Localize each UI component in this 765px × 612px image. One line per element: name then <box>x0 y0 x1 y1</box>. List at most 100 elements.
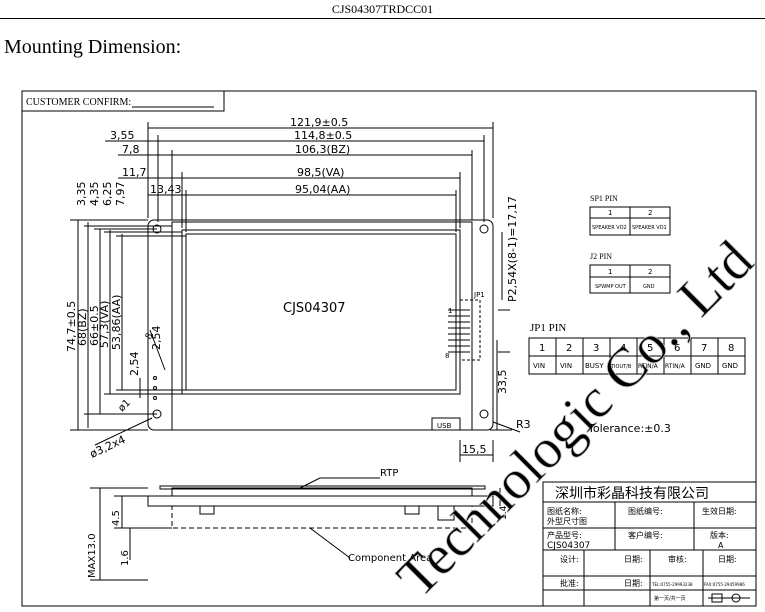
dim-bezel-width: 106,3(BZ) <box>295 143 350 156</box>
dim-offset-2: 7,8 <box>122 143 140 156</box>
jp1-label: VIN <box>533 362 545 370</box>
dim-view-width: 98,5(VA) <box>297 166 344 179</box>
watermark-text: Technologic Co., Ltd <box>385 229 765 609</box>
bezel-outline <box>171 221 473 431</box>
dim-vert-4: 7,97 <box>114 182 127 207</box>
tb-drawing-no-label: 图纸编号: <box>628 506 663 516</box>
tb-review-date-label: 日期: <box>718 555 737 564</box>
jp1-labels: VIN VIN BUSY TIOUT/B RTIN/A RTIN/A GND G… <box>533 362 738 370</box>
drawing-frame <box>21 90 757 607</box>
dim-pitch-b: 2,54 <box>150 326 163 351</box>
jp1-num: 3 <box>593 343 599 354</box>
dim-active-width: 95,04(AA) <box>295 183 350 196</box>
mount-hole-br <box>479 409 489 419</box>
j2-num-1: 1 <box>608 268 612 276</box>
jp1-label: RTIN/A <box>638 363 659 370</box>
usb-port <box>431 417 461 431</box>
jp1-num: 7 <box>701 343 707 354</box>
rtp-label: RTP <box>380 468 398 479</box>
right-dimension-lines <box>459 232 521 462</box>
tb-version-label: 版本: <box>710 530 729 540</box>
sp1-title: SP1 PIN <box>590 194 618 203</box>
module-label: CJS04307 <box>283 301 346 316</box>
projection-symbol <box>708 593 750 603</box>
pin-marker-8: 8 <box>445 352 449 360</box>
jp1-num: 2 <box>566 343 572 354</box>
dim-rtp-thickness: 1.4 <box>499 505 509 520</box>
tb-model: CJS04307 <box>547 541 590 551</box>
dim-active-height: 53,86(AA) <box>110 295 123 350</box>
sp1-num-2: 2 <box>648 209 652 217</box>
j2-label-1: SPWMP OUT <box>595 284 627 290</box>
dim-max-thickness: MAX13.0 <box>87 533 98 578</box>
jp1-label: BUSY <box>585 362 604 370</box>
dim-offset-1: 3,55 <box>110 129 135 142</box>
tb-tel: TEL:0755-29993238 <box>651 582 693 587</box>
dim-radius: R3 <box>516 418 531 431</box>
sp-connector <box>153 376 157 400</box>
jp1-num: 5 <box>647 343 653 354</box>
dim-overall-width: 121,9±0.5 <box>290 116 348 129</box>
tb-model-label: 产品型号: <box>547 530 582 540</box>
tb-review-label: 审核: <box>668 554 687 564</box>
dim-offset-4: 13,43 <box>150 183 182 196</box>
sp1-num-1: 1 <box>608 209 612 217</box>
dim-view-height: 57,3(VA) <box>98 301 111 348</box>
header-rule <box>0 18 765 19</box>
dim-overall-height: 74,7±0.5 <box>65 301 78 352</box>
jp1-connector <box>459 299 481 361</box>
side-view <box>90 477 501 581</box>
tb-drawing-name: 外型尺寸图 <box>547 516 587 526</box>
tb-design-date-label: 日期: <box>624 555 643 564</box>
tb-page: 第一页/共一页 <box>654 595 686 602</box>
jp1-numbers: 1 2 3 4 5 6 7 8 <box>539 343 734 354</box>
tb-design-label: 设计: <box>560 554 579 564</box>
dim-bezel-height: 68(BZ) <box>76 308 89 346</box>
jp1-num: 8 <box>728 343 734 354</box>
sp1-label-2: SPEAKER VO1 <box>632 225 667 231</box>
jp1-title: JP1 PIN <box>530 322 566 334</box>
j2-title: J2 PIN <box>590 252 612 261</box>
dim-module-thickness: 4.5 <box>111 510 122 526</box>
dim-pin-pitch: P2,54X(8-1)=17,17 <box>506 196 519 302</box>
jp1-label: VIN <box>560 362 572 370</box>
dim-usb-offset: 15,5 <box>462 443 487 456</box>
jp1-label: RTIN/A <box>665 363 686 370</box>
j2-num-2: 2 <box>648 268 652 276</box>
jp1-small-label: JP1 <box>473 291 485 299</box>
tb-effective-date-label: 生效日期: <box>702 506 737 516</box>
sp1-label-1: SPEAKER VO2 <box>592 225 627 231</box>
dim-pitch-c: 8 <box>144 331 156 341</box>
usb-label: USB <box>437 422 452 430</box>
tb-version: A <box>718 541 724 550</box>
customer-confirm-box <box>21 90 225 112</box>
mount-hole-tr <box>479 224 489 234</box>
customer-confirm-label: CUSTOMER CONFIRM: <box>26 97 131 108</box>
j2-table <box>589 264 671 294</box>
jp1-table <box>528 337 746 375</box>
dim-vert-2: 4,35 <box>88 182 101 207</box>
jp1-label: GND <box>695 362 711 370</box>
dim-connector-offset: 33,5 <box>496 370 509 395</box>
sp1-table <box>589 206 671 236</box>
jp1-pin-row <box>448 309 470 353</box>
top-dimension-lines <box>105 122 494 232</box>
pin-marker-1: 1 <box>448 307 452 315</box>
dim-pin-dia: ø1 <box>116 398 133 415</box>
dim-vert-1: 3,35 <box>75 182 88 207</box>
dim-hole-dia: ø3,2x4 <box>88 433 128 461</box>
tb-fax: FAX:0755-29459986 <box>704 582 745 587</box>
tolerance-note: Tolerance:±0.3 <box>587 422 671 435</box>
component-area-label: Component Area <box>348 553 432 564</box>
jp1-num: 6 <box>674 343 680 354</box>
tb-drawing-name-label: 图纸名称: <box>547 506 582 516</box>
company-name: 深圳市彩晶科技有限公司 <box>555 485 709 502</box>
tb-approve-label: 批准: <box>560 578 579 588</box>
tb-approve-date-label: 日期: <box>624 579 643 588</box>
jp1-label: TIOUT/B <box>610 364 632 370</box>
section-title: Mounting Dimension: <box>4 36 182 58</box>
j2-label-2: GND <box>643 284 655 290</box>
dim-hole-pitch: 114,8±0.5 <box>294 129 352 142</box>
dim-offset-3: 11,7 <box>122 166 147 179</box>
